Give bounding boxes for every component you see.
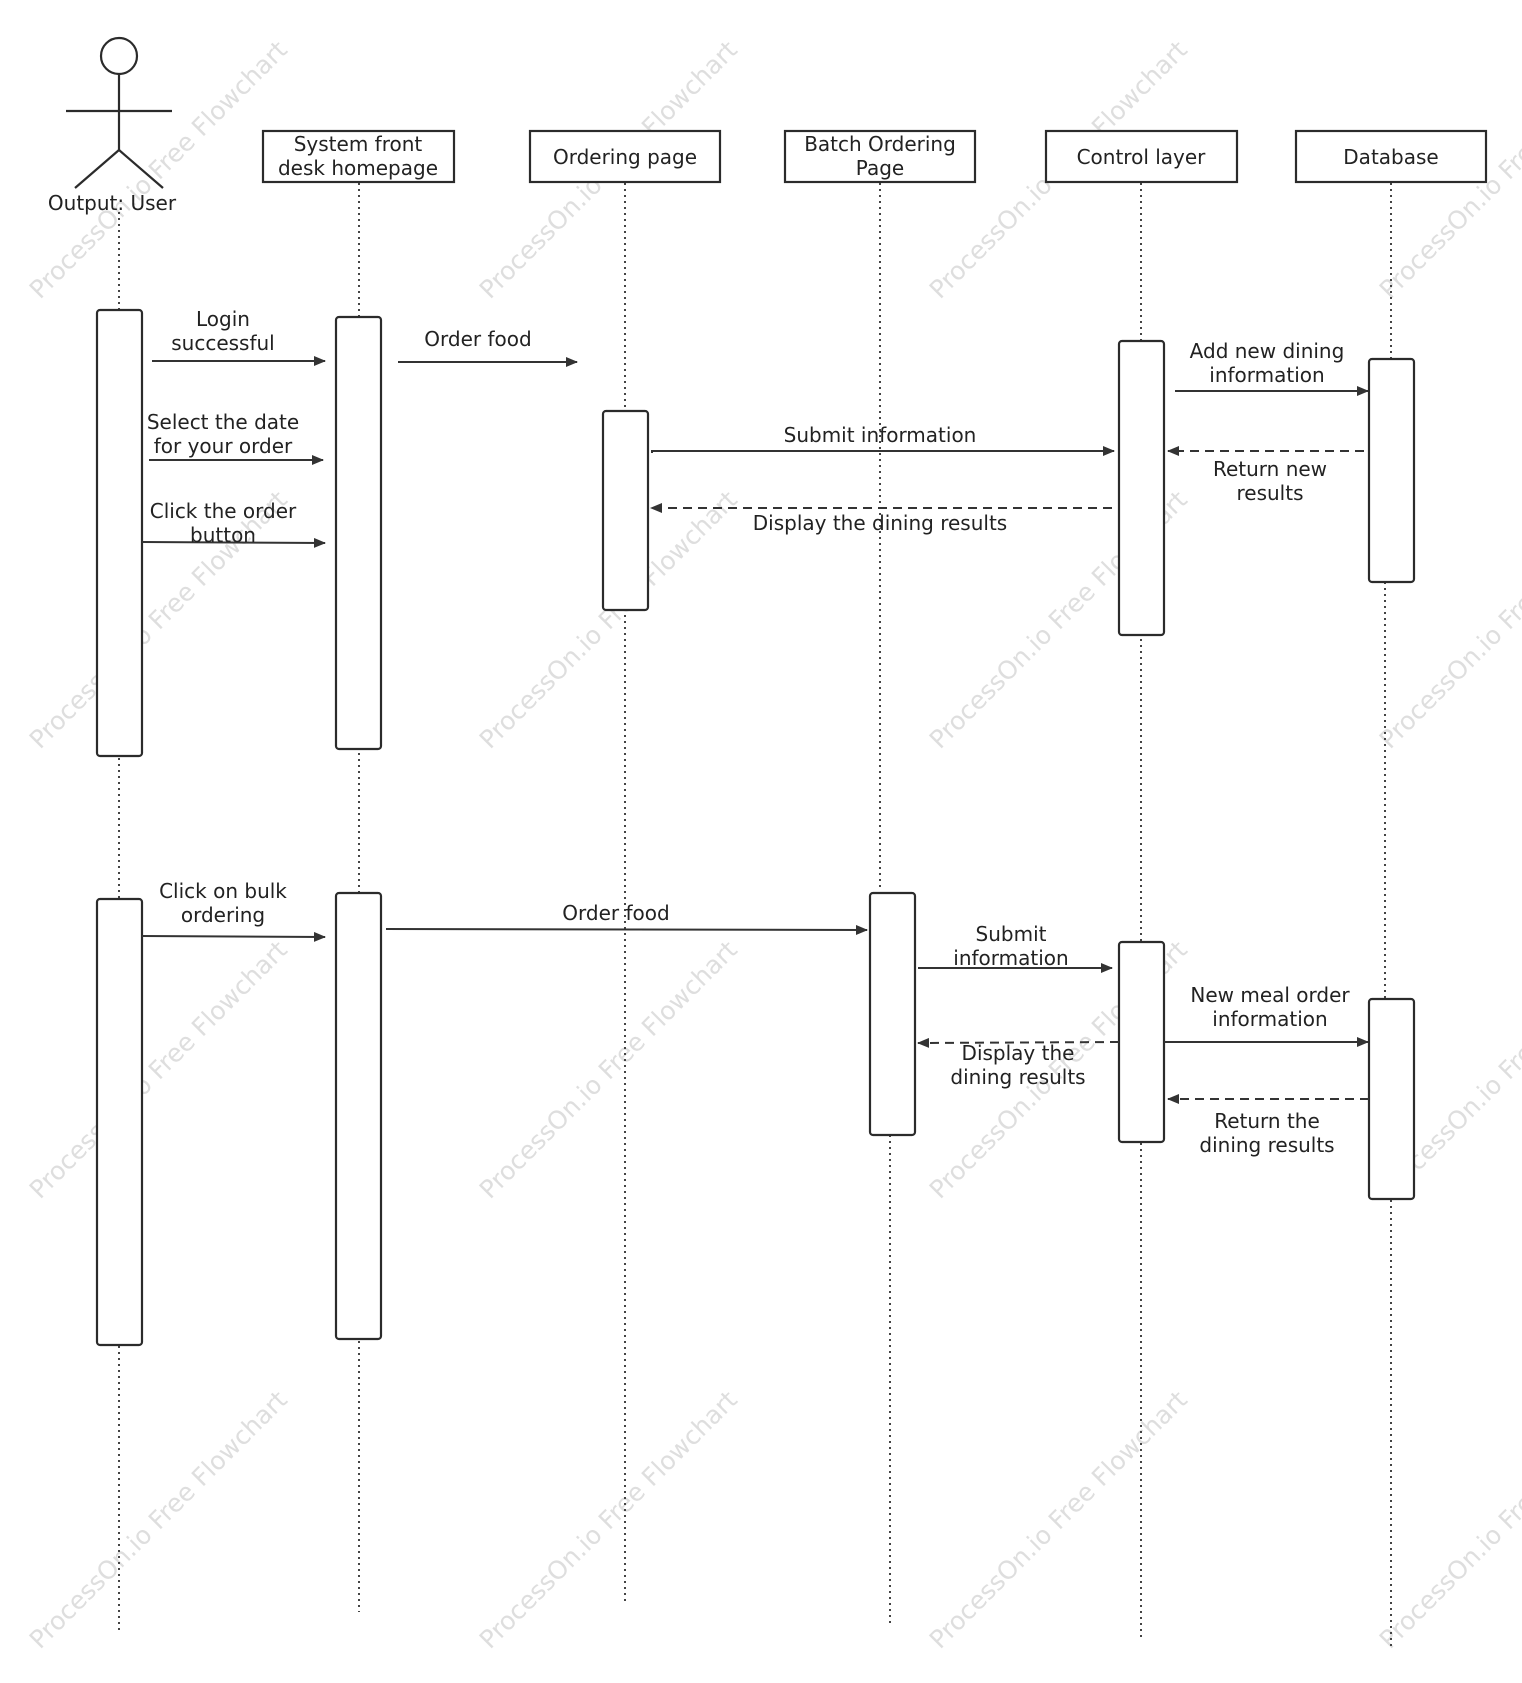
participant-batch-line-2: Page [856, 156, 904, 180]
watermark-text: ProcessOn.io Free Flowchart [924, 1385, 1193, 1654]
message-add-new-dining-info: Add new dining information [1175, 339, 1369, 396]
message-click-bulk-ordering-line-2: ordering [181, 903, 265, 927]
messages: Login successful Order food Select the d… [141, 307, 1369, 1157]
actor-label: Output: User [48, 191, 177, 215]
message-display-dining-results-2-line-1: Display the [962, 1041, 1075, 1065]
message-order-food-2-line-1: Order food [562, 901, 669, 925]
participants: System front desk homepage Ordering page… [261, 129, 1488, 184]
message-add-new-dining-info-line-2: information [1209, 363, 1324, 387]
watermark-text: ProcessOn.io Free Flowchart [24, 935, 293, 1204]
actor-user: Output: User [48, 36, 177, 215]
message-select-date-line-2: for your order [154, 434, 293, 458]
activation-user-1 [95, 308, 144, 758]
activation-control-1 [1117, 339, 1166, 637]
message-click-order-button-line-1: Click the order [150, 499, 297, 523]
participant-control-line-1: Control layer [1077, 145, 1207, 169]
message-submit-information-2-line-2: information [953, 946, 1068, 970]
message-click-bulk-ordering: Click on bulk ordering [141, 879, 326, 942]
activation-database-2 [1367, 997, 1416, 1201]
lifelines [118, 183, 1392, 1647]
watermark-layer: ProcessOn.io Free FlowchartProcessOn.io … [24, 35, 1522, 1654]
message-click-order-button-line-2: button [190, 523, 256, 547]
message-submit-information-2: Submit information [918, 922, 1113, 973]
message-select-date: Select the date for your order [147, 410, 324, 465]
message-return-new-results: Return new results [1167, 446, 1364, 505]
message-submit-information-1-line-1: Submit information [784, 423, 977, 447]
activations [95, 308, 1416, 1347]
actor-head [99, 36, 139, 76]
participant-control: Control layer [1044, 129, 1239, 184]
watermark-text: ProcessOn.io Free Flowchart [474, 935, 743, 1204]
message-order-food-2: Order food [385, 901, 868, 935]
message-display-dining-results-1: Display the dining results [650, 503, 1112, 535]
message-submit-information-2-line-1: Submit [976, 922, 1047, 946]
activation-control-2 [1117, 940, 1166, 1144]
activation-database-1 [1367, 357, 1416, 584]
message-click-order-button: Click the order button [141, 499, 326, 548]
participant-batch-line-1: Batch Ordering [804, 132, 956, 156]
actor-left-leg [74, 149, 120, 189]
participant-frontdesk-line-1: System front [294, 132, 423, 156]
message-login-successful: Login successful [152, 307, 326, 366]
watermark-text: ProcessOn.io Free Flowchart [1374, 1385, 1522, 1654]
message-display-dining-results-1-line-1: Display the dining results [753, 511, 1007, 535]
message-select-date-line-1: Select the date [147, 410, 299, 434]
watermark-text: ProcessOn.io Free Flowchart [24, 1385, 293, 1654]
message-submit-information-1: Submit information [651, 423, 1115, 456]
message-return-dining-results: Return the dining results [1167, 1094, 1369, 1157]
activation-frontdesk-2 [334, 891, 383, 1341]
participant-ordering: Ordering page [528, 129, 722, 184]
activation-frontdesk-1 [334, 315, 383, 751]
message-login-successful-line-2: successful [171, 331, 275, 355]
message-return-new-results-line-2: results [1236, 481, 1303, 505]
activation-ordering-1 [601, 409, 650, 612]
watermark-text: ProcessOn.io Free Flowchart [24, 35, 293, 304]
message-return-dining-results-line-2: dining results [1199, 1133, 1334, 1157]
message-new-meal-order-info-line-1: New meal order [1190, 983, 1350, 1007]
watermark-text: ProcessOn.io Free Flowchart [474, 1385, 743, 1654]
message-return-new-results-line-1: Return new [1213, 457, 1327, 481]
participant-batch: Batch Ordering Page [783, 129, 977, 184]
message-new-meal-order-info-line-2: information [1212, 1007, 1327, 1031]
activation-batch-2 [868, 891, 917, 1137]
participant-ordering-line-1: Ordering page [553, 145, 697, 169]
participant-frontdesk: System front desk homepage [261, 129, 456, 184]
actor-right-leg [118, 149, 164, 189]
participant-database: Database [1294, 129, 1488, 184]
message-add-new-dining-info-line-1: Add new dining [1190, 339, 1345, 363]
message-order-food-1-line-1: Order food [424, 327, 531, 351]
message-login-successful-line-1: Login [196, 307, 250, 331]
activation-user-2 [95, 897, 144, 1347]
message-return-dining-results-line-1: Return the [1214, 1109, 1320, 1133]
message-display-dining-results-2: Display the dining results [917, 1037, 1120, 1089]
participant-database-line-1: Database [1343, 145, 1438, 169]
message-display-dining-results-2-line-2: dining results [950, 1065, 1085, 1089]
message-click-bulk-ordering-line-1: Click on bulk [159, 879, 287, 903]
message-order-food-1: Order food [398, 327, 578, 367]
participant-frontdesk-line-2: desk homepage [278, 156, 438, 180]
message-new-meal-order-info: New meal order information [1164, 983, 1369, 1047]
